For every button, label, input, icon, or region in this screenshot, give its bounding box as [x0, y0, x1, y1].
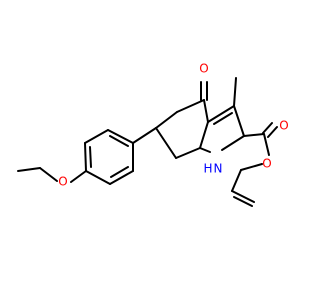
bond-phenyl-double-b — [109, 135, 129, 147]
bond-n1-c7a — [199, 147, 211, 153]
bond-c6-c5 — [155, 111, 178, 129]
bond-ester-c-o — [263, 133, 270, 156]
bond-ch2-ch — [231, 169, 242, 192]
bond-ester-double-2 — [267, 126, 278, 138]
bond-phenyl-2 — [84, 129, 109, 144]
bond-ether-o-aryl — [70, 170, 87, 183]
bond-ethyl-ch2-o — [39, 167, 58, 182]
bond-ester-double-1 — [262, 122, 273, 134]
bond-phenyl-double-c — [110, 166, 129, 178]
bond-ch-ch2-double-a — [231, 190, 255, 203]
bond-o-ch2 — [240, 163, 263, 171]
bond-c3a-c7a — [199, 121, 209, 149]
bond-c5-c4 — [176, 99, 205, 113]
bond-phenyl-1 — [84, 142, 87, 172]
bond-ethyl-ch3-ch2 — [17, 167, 41, 172]
bond-phenyl-3 — [107, 129, 134, 144]
atom-ester-ether-oxygen: O — [262, 157, 271, 171]
atom-pyrrole-hydrogen: H — [203, 162, 212, 176]
bond-ch-ch2-double-b — [233, 196, 253, 207]
atom-pyrrole-nitrogen: N — [214, 162, 223, 176]
bond-phenyl-double-a — [89, 146, 92, 168]
bond-c3a-c3 — [207, 105, 235, 123]
atom-ester-carbonyl-oxygen: O — [279, 119, 288, 133]
atom-ketone-oxygen: O — [199, 62, 208, 76]
bond-phenyl-6 — [85, 170, 111, 185]
bond-c7-c6 — [155, 127, 177, 159]
molecule-structure: O O O O N H — [17, 62, 289, 207]
bond-phenyl-5 — [109, 170, 134, 185]
bond-c2-ester-c — [243, 133, 265, 137]
bond-c3-c2 — [233, 105, 245, 137]
atom-ether-oxygen: O — [58, 175, 67, 189]
bond-methyl — [233, 77, 237, 107]
bond-aryl-c6 — [132, 127, 157, 144]
bond-pyrrole-double — [213, 112, 233, 125]
bond-c7a-c7 — [175, 147, 201, 159]
molecule-canvas: O O O O N H — [17, 62, 289, 207]
bond-c2-n1 — [221, 135, 245, 151]
bond-c4-c3a — [203, 99, 209, 123]
